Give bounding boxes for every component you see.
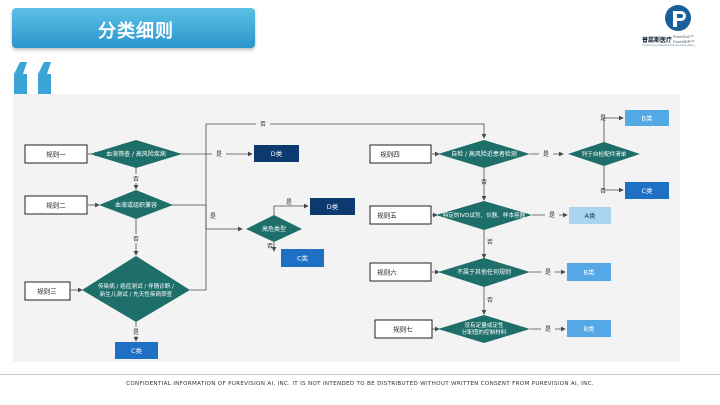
label-no-self: 否 <box>600 188 606 195</box>
label-yes-self: 是 <box>600 115 606 122</box>
rule-box-4 <box>369 144 432 164</box>
decision-diamond-1 <box>90 140 182 168</box>
decision-text-high-risk: 高危类型 <box>262 225 286 233</box>
class-box-b-6 <box>567 263 611 281</box>
decision-diamond-self-test <box>568 142 640 166</box>
decision-diamond-4 <box>438 140 530 168</box>
logo-name-en: PureVDA™ PureMDR™ <box>673 34 695 44</box>
decision-text-7a: 没有定量或定性 <box>464 321 504 329</box>
label-no-d2: 否 <box>133 236 139 243</box>
rule-box-1 <box>24 144 88 164</box>
decision-text-4: 自检 / 高风险近患者检测 <box>451 150 517 158</box>
label-no-d6: 否 <box>487 297 493 304</box>
rule-label-6: 规则六 <box>377 268 397 277</box>
logo-name-en-1: PureVDA™ <box>673 34 694 39</box>
rule-box-3 <box>24 281 71 301</box>
class-box-c-self-test <box>625 182 669 199</box>
decision-diamond-7 <box>438 315 530 343</box>
label-yes-d6: 是 <box>545 269 551 276</box>
rule-label-4: 规则四 <box>380 150 400 159</box>
decision-text-self-test: 列于自检配件清单 <box>582 150 627 158</box>
class-box-b-7 <box>567 320 611 337</box>
quote-mark-icon <box>14 62 51 94</box>
label-yes-d7: 是 <box>545 326 551 333</box>
class-box-d-1 <box>254 145 299 162</box>
rule-box-5 <box>369 205 432 225</box>
label-no-d3: 否 <box>260 121 266 128</box>
decision-diamond-high-risk <box>246 215 302 242</box>
rule-box-2 <box>24 195 88 215</box>
label-no-hr: 否 <box>267 243 273 250</box>
class-label-d-2: D类 <box>327 202 339 211</box>
label-yes-d5: 是 <box>549 212 555 219</box>
rule-label-1: 规则一 <box>46 150 66 159</box>
decision-text-2: 血液或组织兼容 <box>115 201 157 209</box>
title-tab: 分类细则 <box>12 8 255 48</box>
label-yes-d4: 是 <box>543 151 549 158</box>
decision-text-7b: 分配值的控制材料 <box>462 328 507 336</box>
class-box-a-5 <box>569 207 611 224</box>
diagram-panel <box>13 94 680 362</box>
class-box-c-high-risk <box>281 249 324 267</box>
decision-diamond-5 <box>436 201 532 230</box>
label-no-d1: 否 <box>133 176 139 183</box>
logo-tagline: Professional Medical Device Regulatory <box>642 43 696 47</box>
class-box-d-2 <box>310 198 355 215</box>
decision-text-6: 不属于其他任何规则 <box>457 268 511 276</box>
class-label-b-6: B类 <box>584 268 595 277</box>
class-label-a-5: A类 <box>585 211 596 220</box>
label-yes-hr: 是 <box>286 199 292 206</box>
label-yes-d2: 是 <box>210 213 216 220</box>
decision-text-5: 特定的IVD试剂、仪器、样本容器 <box>443 211 526 219</box>
page-title: 分类细则 <box>98 21 174 42</box>
class-label-c-high-risk: C类 <box>297 254 309 263</box>
rule-box-6 <box>369 262 432 282</box>
class-label-b-self-test: B类 <box>642 114 653 123</box>
rule-box-7 <box>374 319 433 339</box>
logo-mark-icon <box>665 5 691 31</box>
company-logo: 普蕊斯医疗 PureVDA™ PureMDR™ Professional Med… <box>640 4 716 48</box>
label-no-d4: 否 <box>481 179 487 186</box>
class-label-b-7: B类 <box>584 324 595 333</box>
class-label-c-3: C类 <box>131 346 143 355</box>
decision-text-1: 血液筛查 / 高风险疾病 <box>106 150 166 158</box>
rule-label-3: 规则三 <box>37 287 57 296</box>
class-box-b-self-test <box>625 110 669 126</box>
class-label-d-1: D类 <box>271 149 283 158</box>
decision-diamond-6 <box>438 258 530 287</box>
label-no-d5: 否 <box>487 239 493 246</box>
decision-diamond-3 <box>82 256 190 322</box>
logo-name-en-2: PureMDR™ <box>673 39 695 44</box>
footer-divider <box>0 374 720 375</box>
decision-diamond-2 <box>99 190 173 219</box>
rule-label-2: 规则二 <box>46 201 66 210</box>
rule-label-5: 规则五 <box>377 211 397 220</box>
decision-text-3b: 新生儿测试 / 先天性疾病筛查 <box>100 290 173 298</box>
rule-label-7: 规则七 <box>393 325 413 334</box>
confidential-footer: CONFIDENTIAL INFORMATION OF PUREVISION A… <box>126 381 594 387</box>
label-yes-d1: 是 <box>216 151 222 158</box>
class-box-c-3 <box>115 342 158 359</box>
class-label-c-self-test: C类 <box>641 186 653 195</box>
logo-name-cn: 普蕊斯医疗 <box>642 37 673 44</box>
decision-text-3a: 传染病 / 癌症测试 / 伴随诊断 / <box>98 282 174 290</box>
label-yes-d3: 是 <box>133 329 139 336</box>
